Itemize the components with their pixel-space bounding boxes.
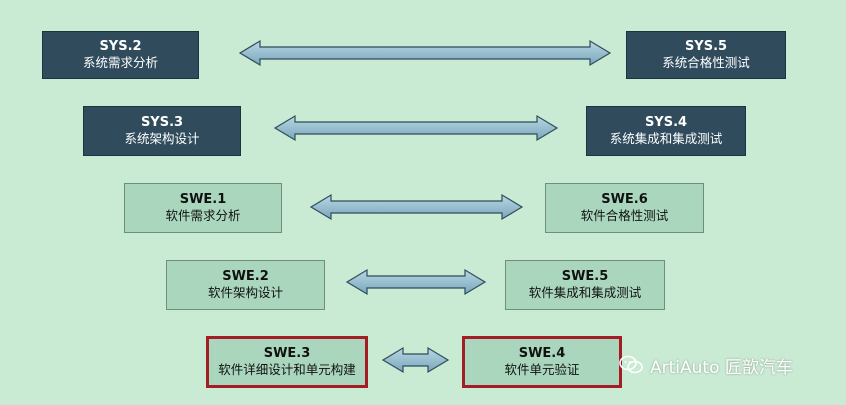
box-swe5: SWE.5 软件集成和集成测试 <box>505 260 665 310</box>
box-code: SWE.1 <box>179 192 227 208</box>
box-swe3: SWE.3 软件详细设计和单元构建 <box>206 336 368 388</box>
box-sys3: SYS.3 系统架构设计 <box>83 106 241 156</box>
box-code: SWE.5 <box>561 269 609 285</box>
box-sys4: SYS.4 系统集成和集成测试 <box>586 106 746 156</box>
arrow-swe2-swe5 <box>345 268 487 296</box>
box-label: 软件需求分析 <box>165 208 241 224</box>
box-label: 系统合格性测试 <box>662 55 750 71</box>
box-sys5: SYS.5 系统合格性测试 <box>626 31 786 79</box>
box-label: 软件架构设计 <box>207 285 283 301</box>
box-label: 系统架构设计 <box>124 131 200 147</box>
box-code: SYS.2 <box>99 39 142 55</box>
box-sys2: SYS.2 系统需求分析 <box>42 31 199 79</box>
chat-bubble-icon <box>619 355 643 374</box>
arrow-swe1-swe6 <box>309 193 524 221</box>
box-code: SWE.3 <box>263 346 311 362</box>
box-code: SYS.4 <box>644 115 688 131</box>
watermark-text: ArtiAuto 匠歆汽车 <box>650 357 793 378</box>
box-swe1: SWE.1 软件需求分析 <box>124 183 282 233</box>
box-code: SWE.2 <box>222 269 269 285</box>
box-code: SYS.3 <box>140 115 184 131</box>
box-label: 系统需求分析 <box>82 55 158 71</box>
box-label: 软件集成和集成测试 <box>528 285 642 301</box>
box-label: 系统集成和集成测试 <box>609 131 723 147</box>
box-label: 软件合格性测试 <box>580 208 669 224</box>
arrow-swe3-swe4 <box>381 346 450 374</box>
box-swe2: SWE.2 软件架构设计 <box>166 260 325 310</box>
box-label: 软件详细设计和单元构建 <box>218 362 356 378</box>
box-swe6: SWE.6 软件合格性测试 <box>545 183 704 233</box>
box-code: SWE.4 <box>518 346 566 362</box>
box-code: SWE.6 <box>601 192 648 208</box>
box-label: 软件单元验证 <box>504 362 580 378</box>
box-swe4: SWE.4 软件单元验证 <box>462 336 622 388</box>
arrow-sys3-sys4 <box>273 114 559 142</box>
box-code: SYS.5 <box>684 39 728 55</box>
watermark: ArtiAuto 匠歆汽车 <box>618 352 793 378</box>
arrow-sys2-sys5 <box>238 39 612 67</box>
